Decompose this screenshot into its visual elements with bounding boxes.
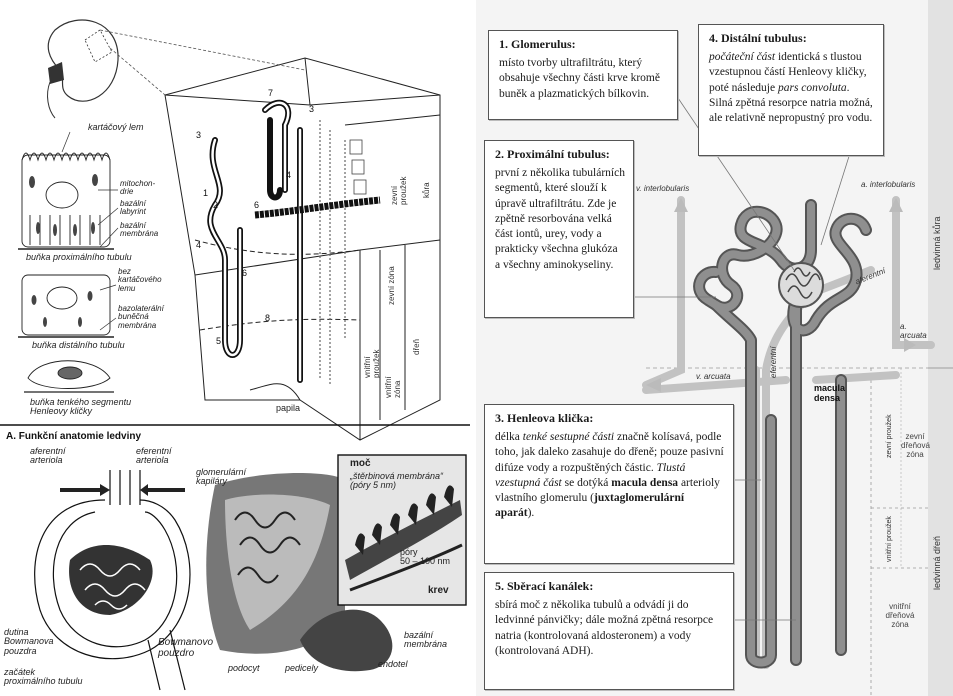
label-podocyt: podocyt [228,664,260,673]
box-text-distal-italic-3: pars convoluta [778,82,847,94]
label-ledvinna-dren: ledvinná dřeň [932,536,942,590]
section-number-6b: 6 [242,268,247,278]
label-endotel: endotel [378,660,408,669]
right-nephron-panel: 1. Glomerulus: místo tvorby ultrafiltrát… [476,0,953,696]
label-kura: kůra [422,182,431,198]
label-bez-kartackoveho: bez kartáčového lemu [118,268,162,293]
box-title-henle: 3. Henleova klička: [495,411,725,427]
label-v-interlobularis: v. interlobularis [636,184,689,193]
label-zevni-drenova-zona: zevní dřeňová zóna [901,432,929,460]
label-vnitrni-drenova-zona: vnitřní dřeňová zóna [872,602,928,630]
box-title-collecting: 5. Sběrací kanálek: [495,579,725,595]
label-dutina-bowmanova: dutina Bowmanova pouzdra [4,628,54,656]
label-zevni-zona: zevní zóna [387,266,396,305]
box-text-henle-bold-6: macula densa [611,477,678,489]
section-number-4: 4 [286,170,291,180]
label-bunka-distalniho: buňka distálního tubulu [32,341,125,350]
info-box-distal-tubule: 4. Distální tubulus: počáteční část iden… [698,24,884,156]
box-text-proximal: první z několika tubulárních segmentů, k… [495,167,625,271]
label-pedicely: pedicely [285,664,318,673]
info-box-henle-loop: 3. Henleova klička: délka tenké sestupné… [484,404,734,564]
label-krev: krev [428,586,449,597]
box-text-distal-italic-1: počáteční část [709,51,775,63]
label-a-interlobularis: a. interlobularis [861,180,915,189]
label-macula-densa: macula densa [814,383,845,403]
box-text-henle-9: ). [528,507,535,519]
info-box-glomerulus: 1. Glomerulus: místo tvorby ultrafiltrát… [488,30,678,120]
label-zevni-prouzek: zevní proužek [390,177,408,205]
label-bazalni-labyrint: bazální labyrint [120,200,146,217]
label-vnitrni-prouzek-r: vnitřní proužek [886,516,893,562]
section-number-1: 1 [203,188,208,198]
label-bazalni-membrana-glom: bazální membrána [404,631,447,650]
label-vnitrni-prouzek: vnitřní proužek [363,350,381,378]
label-bunka-tenkeho: buňka tenkého segmentu Henleovy kličky [30,398,131,417]
label-papila: papila [276,404,300,413]
label-zacatek-proximalniho: začátek proximálního tubulu [4,668,83,687]
section-number-8: 8 [265,313,270,323]
label-sterbinova-membrana: „štěrbinová membrána“ (póry 5 nm) [350,472,443,491]
box-title-proximal: 2. Proximální tubulus: [495,147,625,163]
section-number-3: 3 [309,104,314,114]
box-title-distal: 4. Distální tubulus: [709,31,875,47]
box-text-glomerulus: místo tvorby ultrafiltrátu, který obsahu… [499,57,660,100]
box-text-henle-italic-2: tenké sestupné části [523,431,614,443]
label-bowmanovo-pouzdro: Bowmanovo pouzdro [158,638,213,659]
label-moc: moč [350,459,371,470]
section-number-2: 2 [213,200,218,210]
label-mitochondrie: mitochon- drie [120,180,155,197]
section-number-6: 6 [254,200,259,210]
label-aferentni-arteriola: aferentní arteriola [30,447,66,466]
label-kartackovy-lem: kartáčový lem [88,123,144,132]
label-pory: póry 50 – 100 nm [400,548,450,567]
label-zevni-prouzek-r: zevní proužek [886,414,893,458]
label-bazolateralni: bazolaterální buněčná membrána [118,305,164,330]
label-eferentni: eferentní [769,346,778,378]
box-text-collecting: sbírá moč z několika tubulů a odvádí ji … [495,599,713,657]
label-bazalni-membrana-cell: bazální membrána [120,222,158,239]
box-title-glomerulus: 1. Glomerulus: [499,37,669,53]
section-number-4b: 4 [196,240,201,250]
box-text-henle-5: se dotýká [562,477,612,489]
info-box-collecting-duct: 5. Sběrací kanálek: sbírá moč z několika… [484,572,734,690]
label-a-arcuata: a. arcuata [900,322,927,340]
section-number-5: 5 [216,336,221,346]
label-dren: dřeň [412,339,421,355]
left-illustration-panel: kartáčový lem mitochon- drie bazální lab… [0,0,470,696]
label-glomerularni-kapilary: glomerulární kapiláry [196,468,246,487]
label-bunka-proximalniho: buňka proximálního tubulu [26,253,132,262]
figure-caption: A. Funkční anatomie ledviny [6,431,141,442]
section-number-3b: 3 [196,130,201,140]
label-vnitrni-zona: vnitřní zóna [384,376,402,398]
box-text-henle-1: délka [495,431,523,443]
label-ledvinna-kura: ledvinná kůra [932,216,942,270]
label-v-arcuata: v. arcuata [696,372,731,381]
label-eferentni-arteriola: eferentní arteriola [136,447,172,466]
section-number-7: 7 [268,88,273,98]
info-box-proximal-tubule: 2. Proximální tubulus: první z několika … [484,140,634,318]
